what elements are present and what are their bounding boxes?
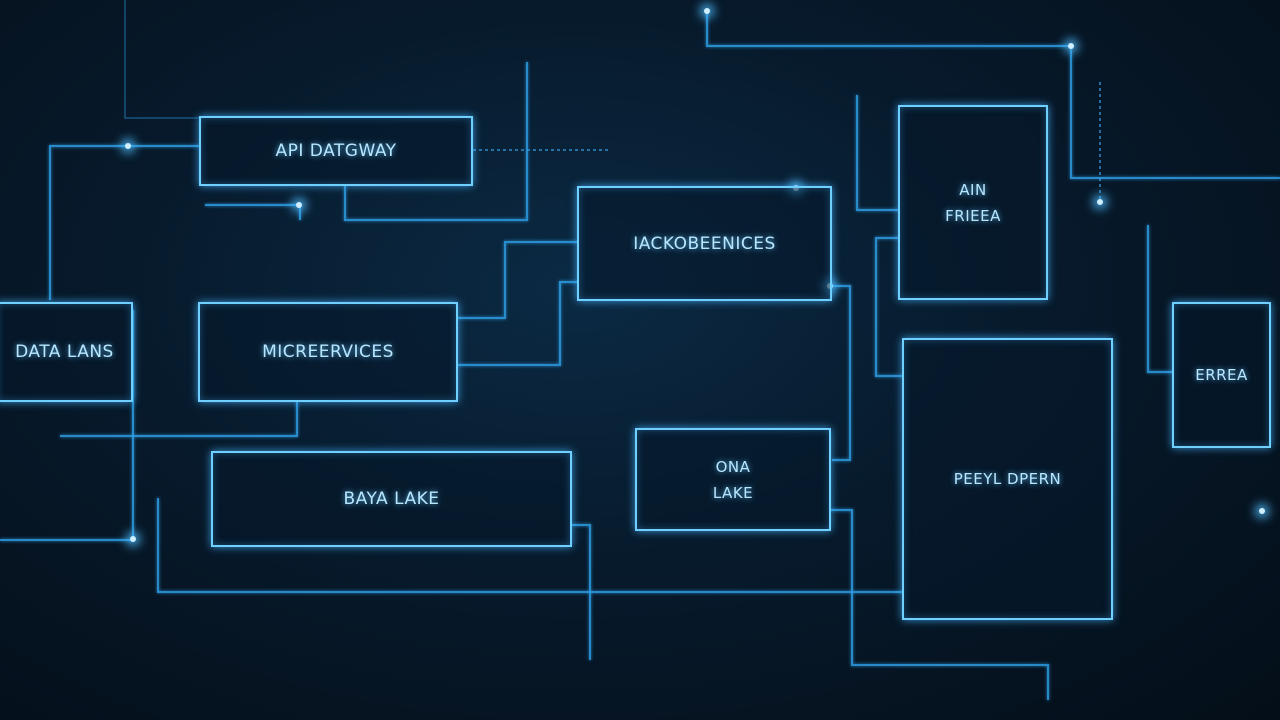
node-label-line1: ONA (715, 457, 751, 476)
macroservices-node[interactable]: IACKOBEENICES (577, 186, 832, 301)
node-label: DATA LANS (15, 342, 114, 362)
node-label-line2: LAKE (712, 483, 754, 502)
errea-node[interactable]: ERREA (1172, 302, 1271, 448)
glow-dot (1068, 43, 1074, 49)
baya-lake-node[interactable]: BAYA LAKE (211, 451, 572, 547)
node-label: BAYA LAKE (343, 489, 440, 509)
node-label: PEEYL DPERN (953, 470, 1062, 488)
glow-dot (1259, 508, 1265, 514)
glow-dot (1097, 199, 1103, 205)
peeyl-dpern-node[interactable]: PEEYL DPERN (902, 338, 1113, 620)
node-label: ERREA (1195, 366, 1248, 384)
glow-dot (130, 536, 136, 542)
data-lans-node[interactable]: DATA LANS (0, 302, 133, 402)
microservices-node[interactable]: MICREERVICES (198, 302, 458, 402)
node-label-line1: AIN (959, 180, 987, 199)
glow-dot (125, 143, 131, 149)
node-label-line2: FRIEEA (945, 206, 1001, 225)
api-gateway-node[interactable]: API DATGWAY (199, 116, 473, 186)
glow-dot (704, 8, 710, 14)
ain-frieea-node[interactable]: AIN FRIEEA (898, 105, 1048, 300)
node-label: IACKOBEENICES (633, 233, 776, 254)
node-label: API DATGWAY (275, 141, 397, 161)
ona-lake-node[interactable]: ONA LAKE (635, 428, 831, 531)
glow-dot (296, 202, 302, 208)
node-label: MICREERVICES (262, 342, 394, 362)
